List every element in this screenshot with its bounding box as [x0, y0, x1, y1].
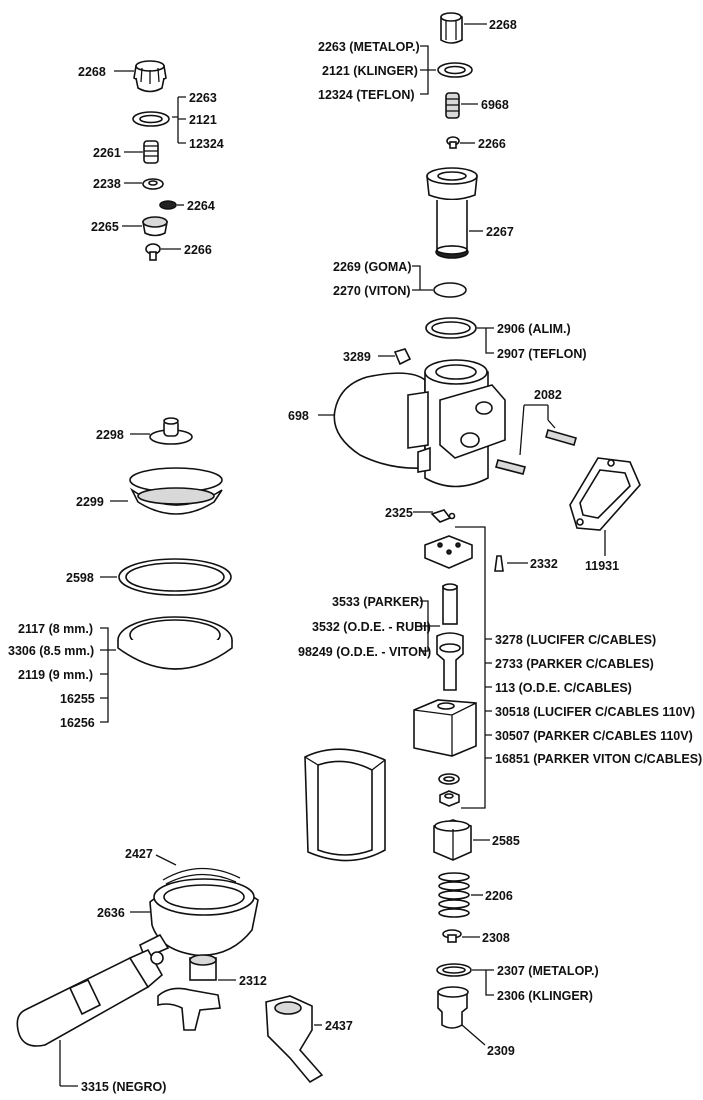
- label-2907: 2907 (TEFLON): [497, 347, 587, 361]
- seat-2265: [142, 216, 168, 237]
- screw-2308: [442, 929, 462, 943]
- label-12324-left: 12324: [189, 137, 224, 151]
- label-2312: 2312: [239, 974, 267, 988]
- shield-bracket: [304, 748, 386, 862]
- label-2238: 2238: [93, 177, 121, 191]
- label-2270: 2270 (VITON): [333, 284, 411, 298]
- label-16256: 16256: [60, 716, 95, 730]
- label-3306: 3306 (8.5 mm.): [8, 644, 94, 658]
- group-head-698: [333, 359, 506, 488]
- label-2332: 2332: [530, 557, 558, 571]
- spring-2261-left: [143, 140, 159, 164]
- nozzle-2309: [437, 986, 469, 1029]
- label-2121-left: 2121: [189, 113, 217, 127]
- washer-small: [438, 773, 460, 785]
- label-2325: 2325: [385, 506, 413, 520]
- gasket-2263-left: [132, 111, 170, 127]
- label-2206: 2206: [485, 889, 513, 903]
- stud-2082-a: [545, 429, 577, 446]
- label-16255: 16255: [60, 692, 95, 706]
- plug-3289: [393, 348, 412, 366]
- label-16851: 16851 (PARKER VITON C/CABLES): [495, 752, 702, 766]
- label-2265: 2265: [91, 220, 119, 234]
- coil-block: [413, 699, 477, 757]
- label-2082: 2082: [534, 388, 562, 402]
- nut-small: [439, 790, 460, 807]
- fitting-2332: [494, 555, 504, 572]
- screw-2266-left: [145, 243, 161, 261]
- handle-3315: [16, 948, 164, 1047]
- label-2263-right: 2263 (METALOP.): [318, 40, 420, 54]
- label-2307: 2307 (METALOP.): [497, 964, 599, 978]
- label-2306: 2306 (KLINGER): [497, 989, 593, 1003]
- oring-2269: [433, 282, 467, 298]
- gasket-2263-right: [437, 62, 473, 78]
- ring-2238: [142, 178, 164, 190]
- label-3289: 3289: [343, 350, 371, 364]
- portafilter-2636: [138, 878, 259, 960]
- valve-cap-2268-left: [133, 60, 167, 93]
- valve-cap-2268-right: [440, 12, 463, 44]
- label-2267: 2267: [486, 225, 514, 239]
- gasket-plate-11931: [569, 457, 641, 531]
- label-2266-left: 2266: [184, 243, 212, 257]
- screw-2298: [149, 417, 193, 445]
- label-30518: 30518 (LUCIFER C/CABLES 110V): [495, 705, 695, 719]
- label-2261: 2261: [93, 146, 121, 160]
- clip-2325: [430, 509, 456, 523]
- solenoid-cap: [424, 535, 473, 569]
- spout-2437: [265, 995, 324, 1084]
- label-2906: 2906 (ALIM.): [497, 322, 571, 336]
- label-2264: 2264: [187, 199, 215, 213]
- spring-clip-2427: [162, 867, 241, 885]
- label-11931: 11931: [585, 559, 619, 573]
- label-3533: 3533 (PARKER): [332, 595, 423, 609]
- spring-2206: [438, 872, 470, 918]
- label-3315: 3315 (NEGRO): [81, 1080, 166, 1094]
- spring-6968: [445, 92, 460, 119]
- label-2269: 2269 (GOMA): [333, 260, 412, 274]
- label-2263-left: 2263: [189, 91, 217, 105]
- plunger-3533: [442, 583, 458, 625]
- label-2266-right: 2266: [478, 137, 506, 151]
- label-30507: 30507 (PARKER C/CABLES 110V): [495, 729, 693, 743]
- label-2437: 2437: [325, 1019, 353, 1033]
- label-698: 698: [288, 409, 309, 423]
- label-2309: 2309: [487, 1044, 515, 1058]
- label-98249: 98249 (O.D.E. - VITON): [298, 645, 431, 659]
- nut-body-2267: [426, 167, 478, 259]
- shower-screen-2299: [129, 467, 223, 515]
- nut-2585: [433, 819, 472, 861]
- label-3278: 3278 (LUCIFER C/CABLES): [495, 633, 656, 647]
- label-2268-left: 2268: [78, 65, 106, 79]
- label-2268-right: 2268: [489, 18, 517, 32]
- screw-2266-right: [446, 136, 460, 149]
- label-2121-right: 2121 (KLINGER): [322, 64, 418, 78]
- label-3532: 3532 (O.D.E. - RUBI): [312, 620, 431, 634]
- label-2298: 2298: [96, 428, 124, 442]
- label-6968: 6968: [481, 98, 509, 112]
- label-2598: 2598: [66, 571, 94, 585]
- label-2427: 2427: [125, 847, 153, 861]
- gasket-2307: [436, 963, 472, 977]
- valve-tube-3278: [436, 632, 464, 691]
- label-113: 113 (O.D.E. C/CABLES): [495, 681, 632, 695]
- stud-2082-b: [495, 459, 526, 475]
- label-2585: 2585: [492, 834, 520, 848]
- label-2733: 2733 (PARKER C/CABLES): [495, 657, 654, 671]
- label-2119: 2119 (9 mm.): [18, 668, 93, 682]
- label-2308: 2308: [482, 931, 510, 945]
- gasket-2906: [425, 317, 477, 339]
- label-2299: 2299: [76, 495, 104, 509]
- spout-2312: [157, 954, 221, 1031]
- label-2636: 2636: [97, 906, 125, 920]
- gasket-set-2117: [117, 616, 233, 670]
- label-12324-right: 12324 (TEFLON): [318, 88, 415, 102]
- seal-2264: [159, 200, 177, 210]
- gasket-2598: [118, 558, 232, 596]
- label-2117: 2117 (8 mm.): [18, 622, 93, 636]
